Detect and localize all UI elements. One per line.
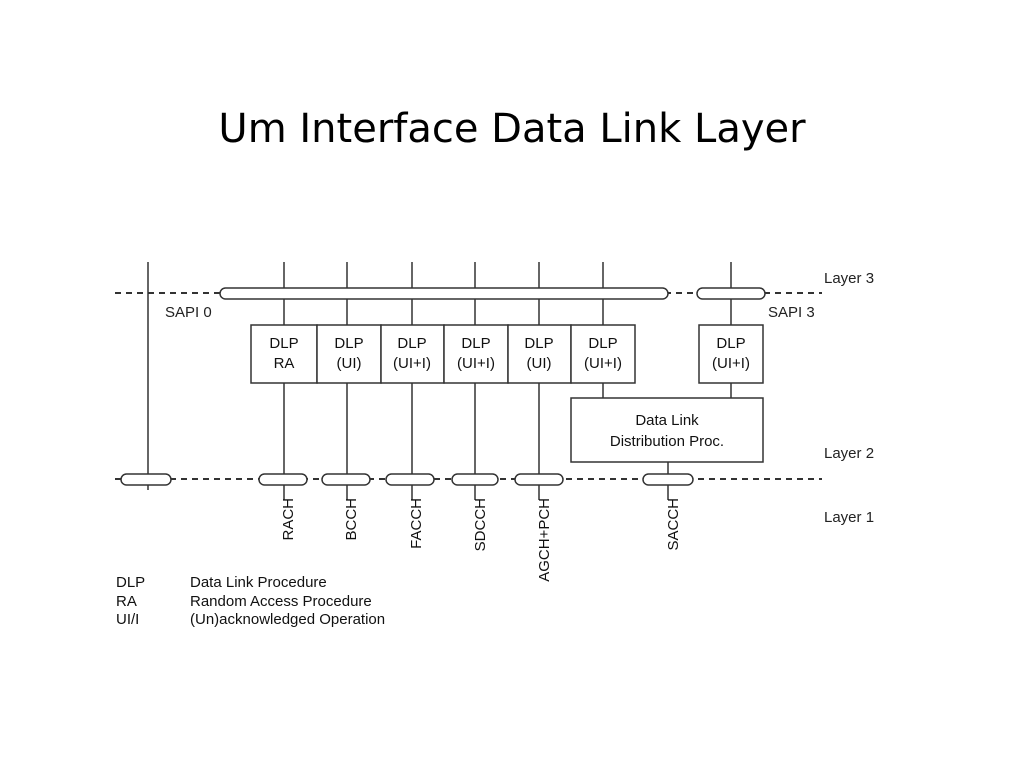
dlp-box-uii-sapi3-line2: (UI+I) [712,355,750,372]
dlp-box-ui-1 [316,324,382,384]
distribution-line2: Distribution Proc. [610,433,724,450]
dlp-box-uii-3-line1: DLP [588,335,617,352]
dlp-box-ra-line1: DLP [269,335,298,352]
dlp-box-uii-sapi3 [698,324,764,384]
dlp-box-ui-2-line2: (UI) [527,355,552,372]
dlp-box-uii-3 [570,324,636,384]
legend-desc-uii: (Un)acknowledged Operation [190,611,385,628]
channel-agch-pch: AGCH+PCH [536,498,553,582]
channel-rach: RACH [280,498,297,541]
layer1-label: Layer 1 [824,509,874,526]
sapi0-pill [219,287,669,300]
dlp-box-uii-sapi3-line1: DLP [716,335,745,352]
dlp-box-ra-line2: RA [274,355,295,372]
pill-bcch [321,473,371,486]
dlp-box-uii-2 [443,324,509,384]
dlp-box-ui-1-line2: (UI) [337,355,362,372]
dlp-box-uii-2-line2: (UI+I) [457,355,495,372]
sapi3-label: SAPI 3 [768,304,815,321]
legend-abbr-dlp: DLP [116,574,145,591]
dlp-box-uii-1-line2: (UI+I) [393,355,431,372]
layer2-label: Layer 2 [824,445,874,462]
dlp-box-uii-1 [380,324,445,384]
dlp-box-uii-2-line1: DLP [461,335,490,352]
pill-facch [385,473,435,486]
pill-rach [258,473,308,486]
legend-abbr-uii: UI/I [116,611,139,628]
pill-agch-pch [514,473,564,486]
slide-title: Um Interface Data Link Layer [218,106,806,152]
dlp-box-uii-3-line2: (UI+I) [584,355,622,372]
pill-sacch [642,473,694,486]
legend-desc-dlp: Data Link Procedure [190,574,327,591]
legend-abbr-ra: RA [116,593,137,610]
channel-sacch: SACCH [665,498,682,551]
dlp-box-uii-1-line1: DLP [397,335,426,352]
legend-desc-ra: Random Access Procedure [190,593,372,610]
sapi3-pill [696,287,766,300]
distribution-box [570,397,764,463]
distribution-line1: Data Link [635,412,699,429]
pill-sdcch [451,473,499,486]
channel-bcch: BCCH [343,498,360,541]
pill-left [120,473,172,486]
dlp-box-ra [250,324,318,384]
dlp-box-ui-2-line1: DLP [524,335,553,352]
dlp-box-ui-1-line1: DLP [334,335,363,352]
channel-facch: FACCH [408,498,425,549]
channel-sdcch: SDCCH [472,498,489,551]
dlp-box-ui-2 [507,324,572,384]
sapi0-label: SAPI 0 [165,304,212,321]
layer3-label: Layer 3 [824,270,874,287]
